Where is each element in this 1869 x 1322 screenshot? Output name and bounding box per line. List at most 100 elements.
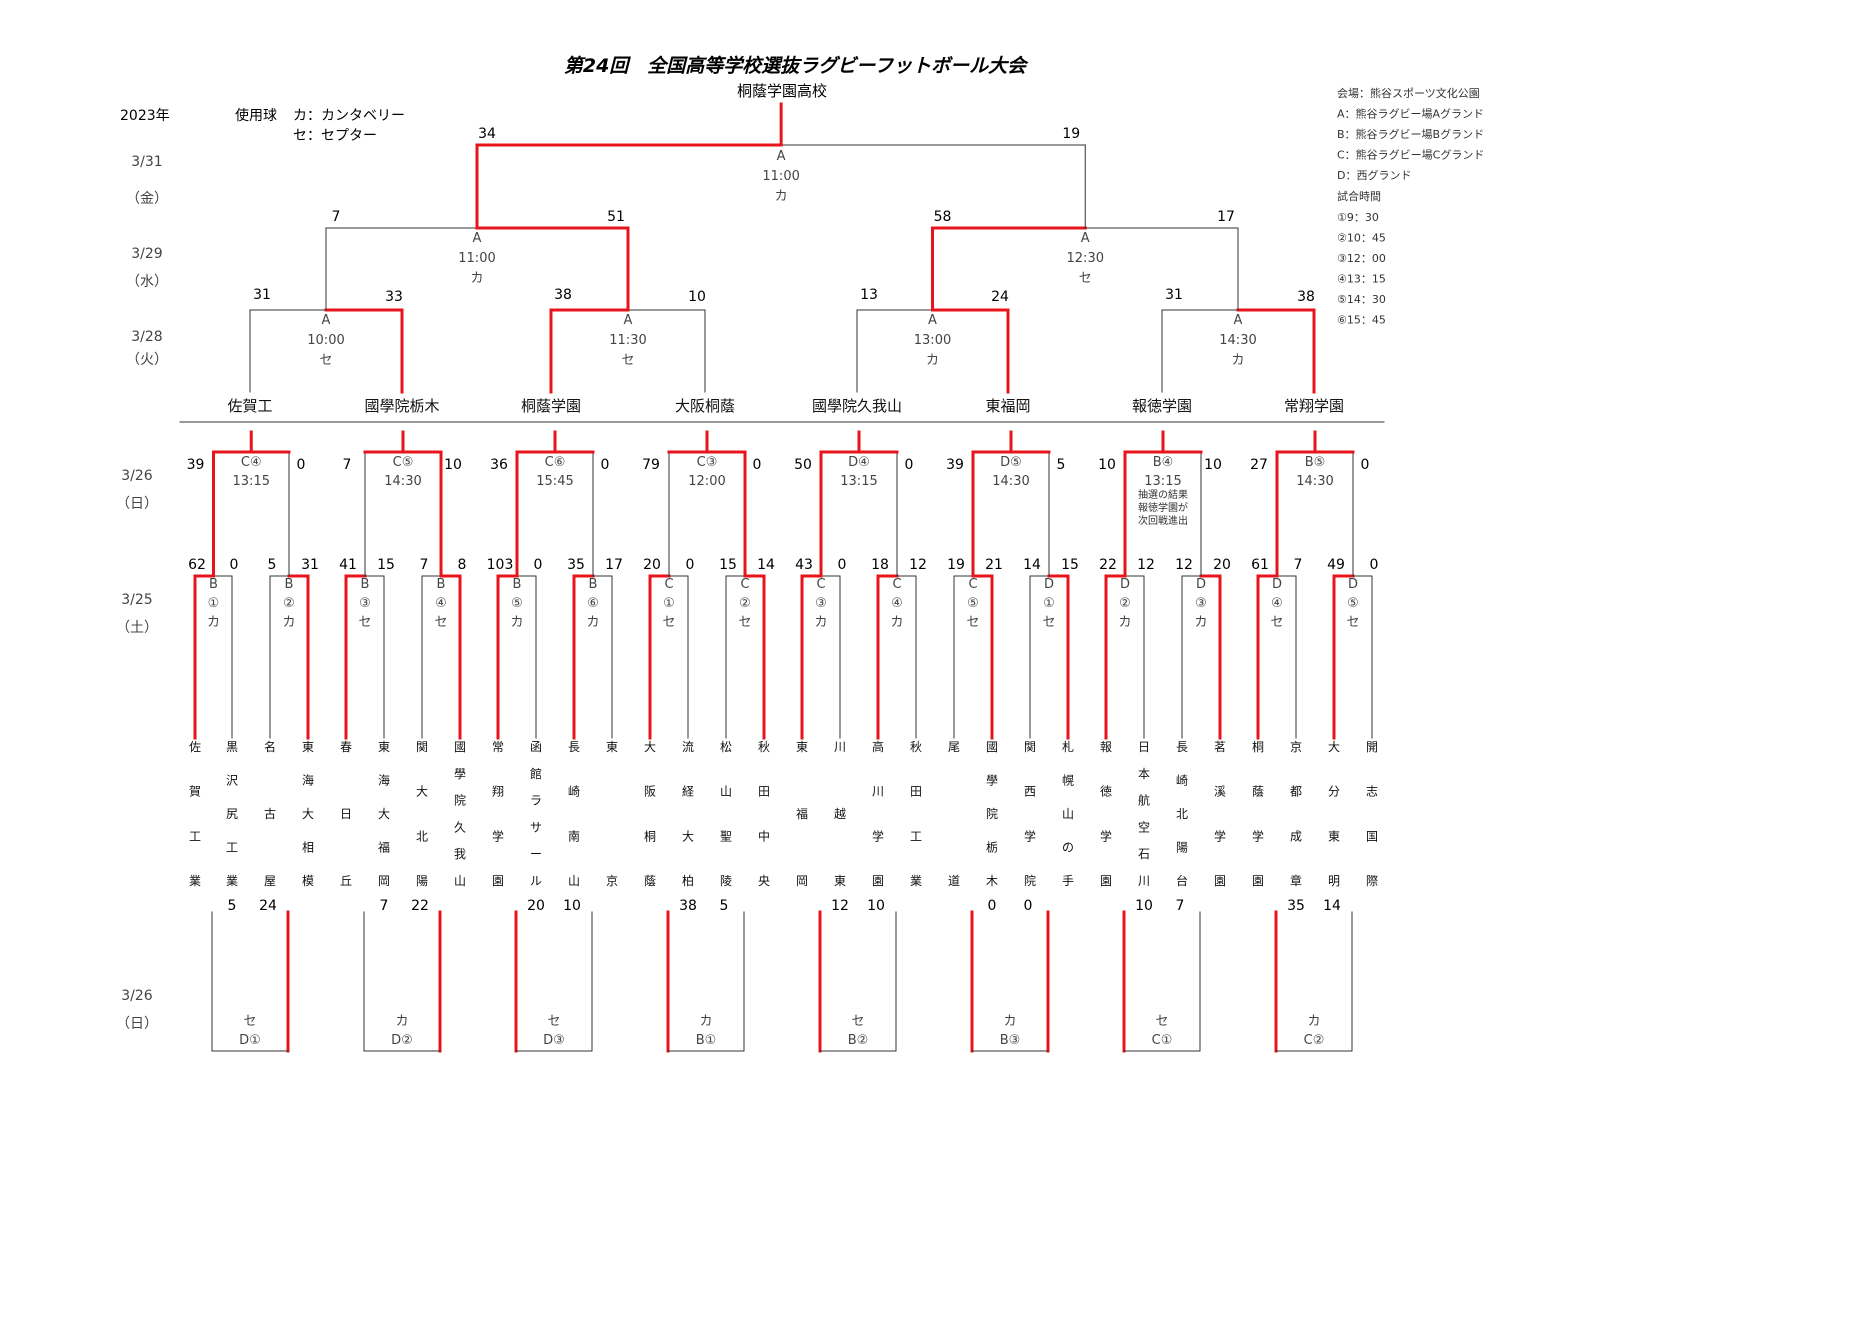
qf-match-info: セ xyxy=(319,353,332,368)
time-slot: ④13：15 xyxy=(1337,273,1386,286)
team-name-20: 工 xyxy=(910,829,922,843)
r2-score-left: 39 xyxy=(187,457,205,473)
consolation-court: D② xyxy=(391,1033,413,1048)
r1-match-info: ② xyxy=(1119,596,1131,611)
qf-score-right: 33 xyxy=(385,289,403,305)
r2-match-time: 15:45 xyxy=(536,474,573,489)
venue-item: 会場：熊谷スポーツ文化公園 xyxy=(1337,86,1480,100)
r2-match-time: 14:30 xyxy=(992,474,1029,489)
team-name-17: 東 xyxy=(796,740,808,754)
sf-match-info: 11:00 xyxy=(458,251,495,266)
r2-match-court: C④ xyxy=(241,455,262,470)
best8-team: 東福岡 xyxy=(985,397,1030,415)
consolation-score-right: 14 xyxy=(1323,898,1341,914)
qf-score-right: 24 xyxy=(991,289,1009,305)
bracket-labels: 佐賀工業黒沢尻工業名古屋東海大相模春日丘東海大福岡関大北陽國學院久我山常翔学園函… xyxy=(187,126,1379,1048)
team-name-31: 分 xyxy=(1328,785,1340,799)
r1-match-info: B xyxy=(285,577,294,592)
team-name-8: 久 xyxy=(454,820,466,834)
team-name-15: 松 xyxy=(720,740,732,754)
team-name-20: 秋 xyxy=(910,740,922,754)
team-name-25: 徳 xyxy=(1100,784,1112,799)
consolation-court: C① xyxy=(1152,1033,1173,1048)
r1-match-info: カ xyxy=(207,615,220,630)
r1-match-info: C xyxy=(968,577,977,592)
team-name-9: 園 xyxy=(492,874,504,888)
consolation-court: D① xyxy=(239,1033,261,1048)
best8-team: 報徳学園 xyxy=(1132,397,1192,415)
r1-match-info: ① xyxy=(1043,596,1055,611)
team-name-7: 大 xyxy=(416,785,428,799)
team-name-9: 常 xyxy=(492,740,504,754)
team-name-27: 台 xyxy=(1176,873,1188,888)
team-name-7: 関 xyxy=(416,740,428,754)
r2-match-time: 13:15 xyxy=(840,474,877,489)
ball-se: セ：セプター xyxy=(293,128,377,144)
qf-match-info: カ xyxy=(1231,353,1244,368)
consolation-ball: カ xyxy=(395,1014,408,1029)
r1-score-right: 17 xyxy=(605,557,623,573)
team-name-11: 山 xyxy=(568,874,580,888)
consolation-ball: セ xyxy=(243,1014,256,1029)
team-name-32: 志 xyxy=(1366,785,1378,799)
r2-match-court: C⑥ xyxy=(545,455,566,470)
r1-score-right: 12 xyxy=(909,557,927,573)
team-name-4: 模 xyxy=(302,874,314,888)
team-name-5: 丘 xyxy=(340,874,352,888)
r1-match-info: カ xyxy=(1194,615,1207,630)
r2-match-time: 14:30 xyxy=(384,474,421,489)
team-name-15: 山 xyxy=(720,785,732,799)
r2-lottery-note: 報徳学園が xyxy=(1138,501,1188,514)
team-name-23: 学 xyxy=(1024,828,1036,843)
sf-score-right: 17 xyxy=(1217,209,1235,225)
team-name-30: 成 xyxy=(1290,829,1302,843)
team-name-16: 央 xyxy=(758,874,770,888)
team-name-27: 崎 xyxy=(1176,774,1188,788)
r1-match-info: ③ xyxy=(359,596,371,611)
team-name-26: 石 xyxy=(1138,847,1150,861)
team-name-10: サ xyxy=(530,820,542,834)
r2-score-right: 0 xyxy=(753,457,762,473)
team-name-19: 園 xyxy=(872,874,884,888)
consolation-ball: セ xyxy=(547,1014,560,1029)
date-d328: 3/28 xyxy=(131,329,162,345)
best8-team: 桐蔭学園 xyxy=(521,397,581,415)
r1-match-info: ③ xyxy=(1195,596,1207,611)
team-name-21: 尾 xyxy=(948,740,960,754)
team-name-17: 岡 xyxy=(796,874,808,888)
team-name-16: 中 xyxy=(758,828,770,843)
team-name-2: 沢 xyxy=(226,774,238,788)
page-title: 第24回 全国高等学校選抜ラグビーフットボール大会 xyxy=(564,55,1029,77)
best8-team: 國學院久我山 xyxy=(812,397,902,415)
r1-match-info: ② xyxy=(283,596,295,611)
r1-match-info: カ xyxy=(282,615,295,630)
team-name-11: 崎 xyxy=(568,785,580,799)
r1-match-info: カ xyxy=(814,615,827,630)
best8-team: 常翔学園 xyxy=(1284,397,1344,415)
r1-match-info: C xyxy=(892,577,901,592)
team-name-22: 院 xyxy=(986,807,998,821)
r1-match-info: セ xyxy=(1042,615,1055,630)
r2-score-left: 10 xyxy=(1098,457,1116,473)
consolation-score-right: 0 xyxy=(1024,898,1033,914)
qf-match-info: 11:30 xyxy=(609,333,646,348)
team-name-16: 秋 xyxy=(758,740,770,754)
team-name-6: 東 xyxy=(378,740,390,754)
qf-match-info: 10:00 xyxy=(307,333,344,348)
champion-label: 桐蔭学園高校 xyxy=(737,82,827,100)
consolation-score-right: 7 xyxy=(1176,898,1185,914)
r2-lottery-note: 次回戦進出 xyxy=(1138,514,1188,527)
times-title: 試合時間 xyxy=(1337,189,1381,203)
r1-match-info: ⑤ xyxy=(511,596,523,611)
team-name-26: 日 xyxy=(1138,740,1150,754)
r1-score-left: 14 xyxy=(1023,557,1041,573)
time-slot: ②10：45 xyxy=(1337,232,1386,245)
sf-match-info: A xyxy=(1081,231,1090,246)
r1-match-info: D xyxy=(1044,577,1054,592)
team-name-7: 北 xyxy=(416,829,428,843)
r1-score-left: 7 xyxy=(420,557,429,573)
consolation-score-right: 10 xyxy=(563,898,581,914)
best8-team: 大阪桐蔭 xyxy=(675,397,735,415)
team-name-32: 国 xyxy=(1366,829,1378,843)
team-name-20: 業 xyxy=(910,874,922,888)
